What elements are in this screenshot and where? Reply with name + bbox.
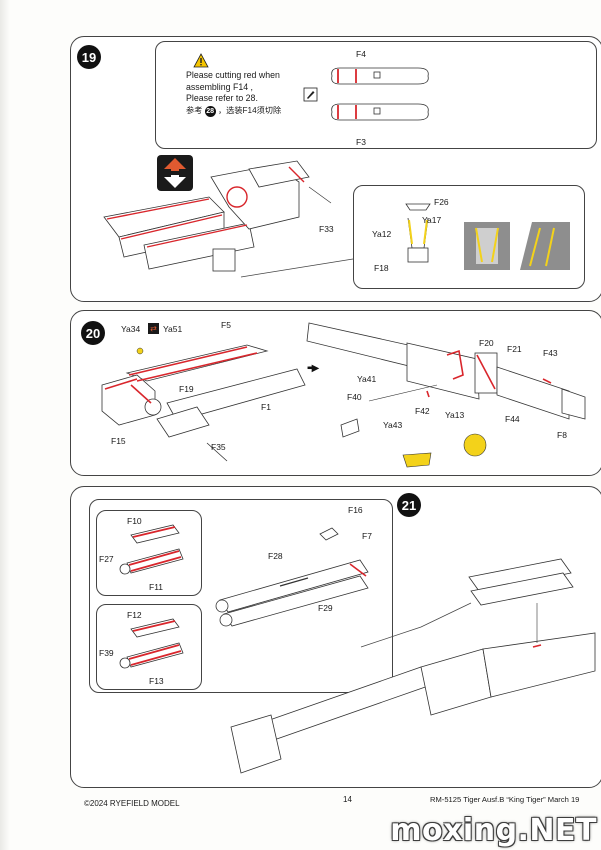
leader-line-19	[240, 258, 354, 278]
grey-bracket-view-front	[464, 222, 510, 270]
label-f39: F39	[99, 648, 114, 658]
label-ya13: Ya13	[445, 410, 465, 420]
label-f13: F13	[149, 676, 164, 686]
label-ya41: Ya41	[357, 374, 377, 384]
label-f11: F11	[149, 582, 164, 592]
gun-overview-drawing	[230, 558, 596, 774]
label-ya43: Ya43	[383, 420, 403, 430]
warning-icon	[193, 53, 209, 68]
label-f8: F8	[557, 430, 567, 440]
note-line-3: Please refer to 28.	[186, 93, 258, 103]
note-line-1: Please cutting red when	[186, 70, 280, 80]
step-20-panel: 20 Ya34 ⇄ Ya51 F5 F19 F1 F15 F35 ▪▪▪▶	[70, 310, 601, 476]
label-f21: F21	[507, 344, 522, 354]
f10-f11-subpanel: F10 F27 F11	[96, 510, 202, 596]
mantlet-assembly-drawing	[101, 344, 306, 462]
step-19-badge: 19	[77, 45, 101, 69]
label-f26: F26	[434, 197, 449, 207]
product-title: RM-5125 Tiger Ausf.B “King Tiger” March …	[430, 795, 580, 804]
label-f29: F29	[318, 603, 333, 613]
f4-f3-parts-drawing	[331, 67, 429, 121]
note-cn-prefix: 参考	[186, 105, 203, 115]
step-19-panel: 19 Please cutting red when assembling F1…	[70, 36, 601, 302]
label-f1: F1	[261, 402, 271, 412]
direction-arrow-icon: ▪▪▪▶	[307, 363, 319, 374]
step-21-badge: 21	[397, 493, 421, 517]
label-f10: F10	[127, 516, 142, 526]
label-f4: F4	[356, 49, 366, 59]
gun-breech-assembly-drawing	[306, 322, 586, 468]
label-f20: F20	[479, 338, 494, 348]
label-ya34: Ya34	[121, 324, 141, 334]
label-f43: F43	[543, 348, 558, 358]
label-ya17: Ya17	[422, 215, 442, 225]
label-f40: F40	[347, 392, 362, 402]
detail-callout-19: F26 Ya17 Ya12 F18	[353, 185, 585, 289]
note-line-cn: 参考 28 ，选装F14须切除	[186, 105, 281, 117]
step-20-badge: 20	[81, 321, 105, 345]
watermark-logo: moxing.NET	[390, 813, 597, 848]
copyright-text: ©2024 RYEFIELD MODEL	[84, 799, 180, 808]
f10-f11-parts-drawing	[119, 524, 184, 575]
label-f35: F35	[211, 442, 226, 452]
detail-callout-21: F10 F27 F11 F12 F39 F13	[89, 499, 393, 693]
f12-f13-subpanel: F12 F39 F13	[96, 604, 202, 690]
bracket-parts-drawing	[405, 203, 431, 263]
label-f33: F33	[319, 224, 334, 234]
note-cn-suffix: ，选装F14须切除	[217, 105, 282, 115]
note-cn-ref-badge: 28	[204, 105, 216, 117]
label-f15: F15	[111, 436, 126, 446]
label-ya12: Ya12	[372, 229, 392, 239]
scan-page-edge	[0, 0, 10, 850]
flip-arrows-icon	[157, 155, 193, 191]
label-f12: F12	[127, 610, 142, 620]
cutting-note-callout: Please cutting red when assembling F14 ,…	[155, 41, 597, 149]
label-f7: F7	[362, 531, 372, 541]
note-line-2: assembling F14 ,	[186, 81, 253, 92]
step-21-panel: 21 F10 F27 F11	[70, 486, 601, 788]
page-number: 14	[343, 795, 352, 804]
label-f19: F19	[179, 384, 194, 394]
label-f27: F27	[99, 554, 114, 564]
knife-icon	[303, 87, 318, 102]
label-f28: F28	[268, 551, 283, 561]
hull-assembly-drawing	[103, 160, 332, 272]
label-f3: F3	[356, 137, 366, 147]
swap-icon: ⇄	[148, 323, 159, 334]
f12-f13-parts-drawing	[119, 618, 184, 669]
cutting-note-text: Please cutting red when assembling F14 ,…	[186, 70, 281, 117]
label-ya51: Ya51	[163, 324, 183, 334]
label-f18: F18	[374, 263, 389, 273]
label-f5: F5	[221, 320, 231, 330]
label-f16: F16	[348, 505, 363, 515]
grey-bracket-view-side	[520, 222, 570, 270]
recoil-assembly-drawing	[215, 527, 369, 627]
label-f44: F44	[505, 414, 520, 424]
label-f42: F42	[415, 406, 430, 416]
